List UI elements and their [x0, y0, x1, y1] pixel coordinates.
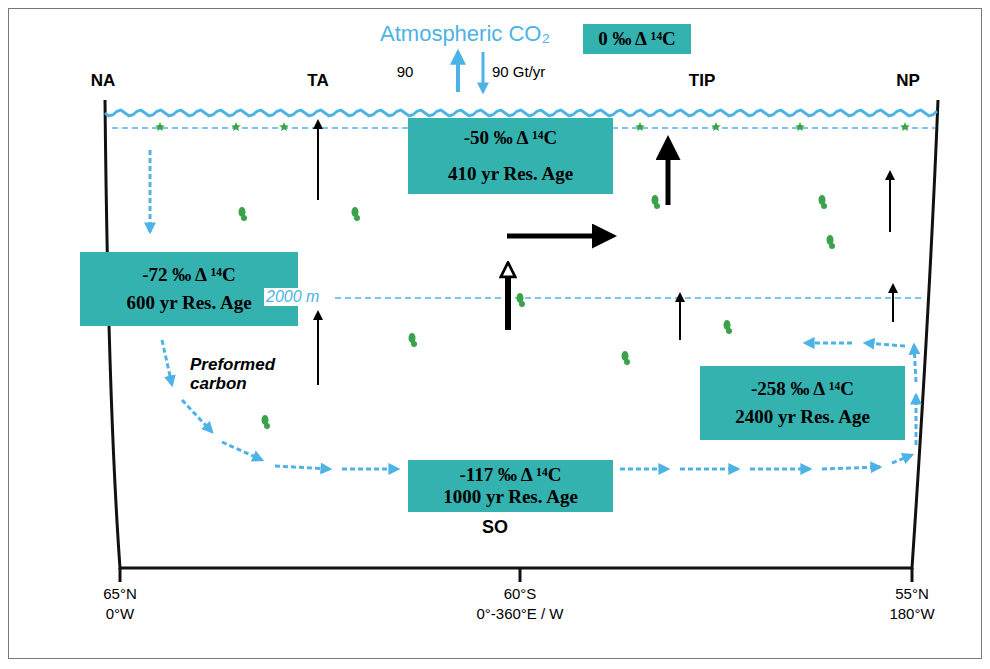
axis-label: 180°W	[889, 606, 934, 623]
radiocarbon-value: -50 ‰ Δ ¹⁴C	[416, 127, 605, 149]
phytoplankton-star	[795, 122, 805, 131]
organic-particle	[819, 195, 828, 209]
reservoir-age: 1000 yr Res. Age	[416, 486, 605, 508]
basin-label: NP	[896, 72, 920, 91]
value-box: -50 ‰ Δ ¹⁴C 410 yr Res. Age	[408, 118, 613, 194]
flux-value: 90	[397, 64, 414, 81]
axis-label: 55°N	[895, 586, 929, 603]
basin-label: TA	[307, 72, 328, 91]
radiocarbon-value: 0 ‰ Δ ¹⁴C	[591, 28, 683, 50]
wave-line	[105, 110, 937, 116]
organic-particle	[724, 320, 733, 334]
figure-frame	[9, 9, 982, 659]
flux-value: 90 Gt/yr	[492, 64, 545, 81]
organic-particle	[622, 351, 631, 365]
organic-particle	[239, 207, 248, 221]
sea-surface	[105, 110, 937, 116]
phytoplankton-star	[900, 122, 910, 131]
depth-2000-line	[335, 297, 922, 299]
value-box: -258 ‰ Δ ¹⁴C 2400 yr Res. Age	[700, 366, 905, 440]
axis-label: 65°N	[103, 586, 137, 603]
organic-particle	[517, 293, 526, 307]
process-label: Preformed carbon	[190, 356, 285, 393]
reservoir-age: 410 yr Res. Age	[416, 163, 605, 185]
basin-outline	[105, 100, 938, 568]
atmosphere-label: Atmospheric CO₂	[380, 22, 550, 46]
organic-particle	[409, 333, 418, 347]
phytoplankton-star	[279, 122, 289, 131]
organic-particle	[352, 207, 361, 221]
radiocarbon-value: -72 ‰ Δ ¹⁴C	[88, 264, 290, 286]
phytoplankton-star	[231, 122, 241, 131]
phytoplankton-star	[635, 122, 645, 131]
organic-particle	[652, 195, 661, 209]
reservoir-age: 2400 yr Res. Age	[708, 406, 897, 428]
value-box: 0 ‰ Δ ¹⁴C	[583, 24, 691, 54]
organic-particle	[827, 235, 836, 249]
basin-label: SO	[482, 518, 508, 538]
phytoplankton-star	[155, 122, 165, 131]
value-box: -117 ‰ Δ ¹⁴C1000 yr Res. Age	[408, 460, 613, 512]
axis-tick	[519, 568, 522, 582]
axis-tick	[119, 568, 122, 582]
organic-particle	[262, 415, 271, 429]
radiocarbon-value: -117 ‰ Δ ¹⁴C	[416, 464, 605, 486]
axis-label: 0°-360°E / W	[476, 606, 563, 623]
axis-label: 0°W	[106, 606, 135, 623]
depth-label: 2000 m	[264, 288, 321, 306]
phytoplankton-star	[711, 122, 721, 131]
axis-tick	[911, 568, 914, 582]
uptake-arrow	[482, 52, 485, 92]
basin-label: TIP	[689, 72, 715, 91]
axis-label: 60°S	[504, 586, 537, 603]
reservoir-age: 600 yr Res. Age	[88, 292, 290, 314]
basin-label: NA	[91, 72, 116, 91]
radiocarbon-value: -258 ‰ Δ ¹⁴C	[708, 378, 897, 400]
outgassing-arrow	[456, 52, 460, 92]
